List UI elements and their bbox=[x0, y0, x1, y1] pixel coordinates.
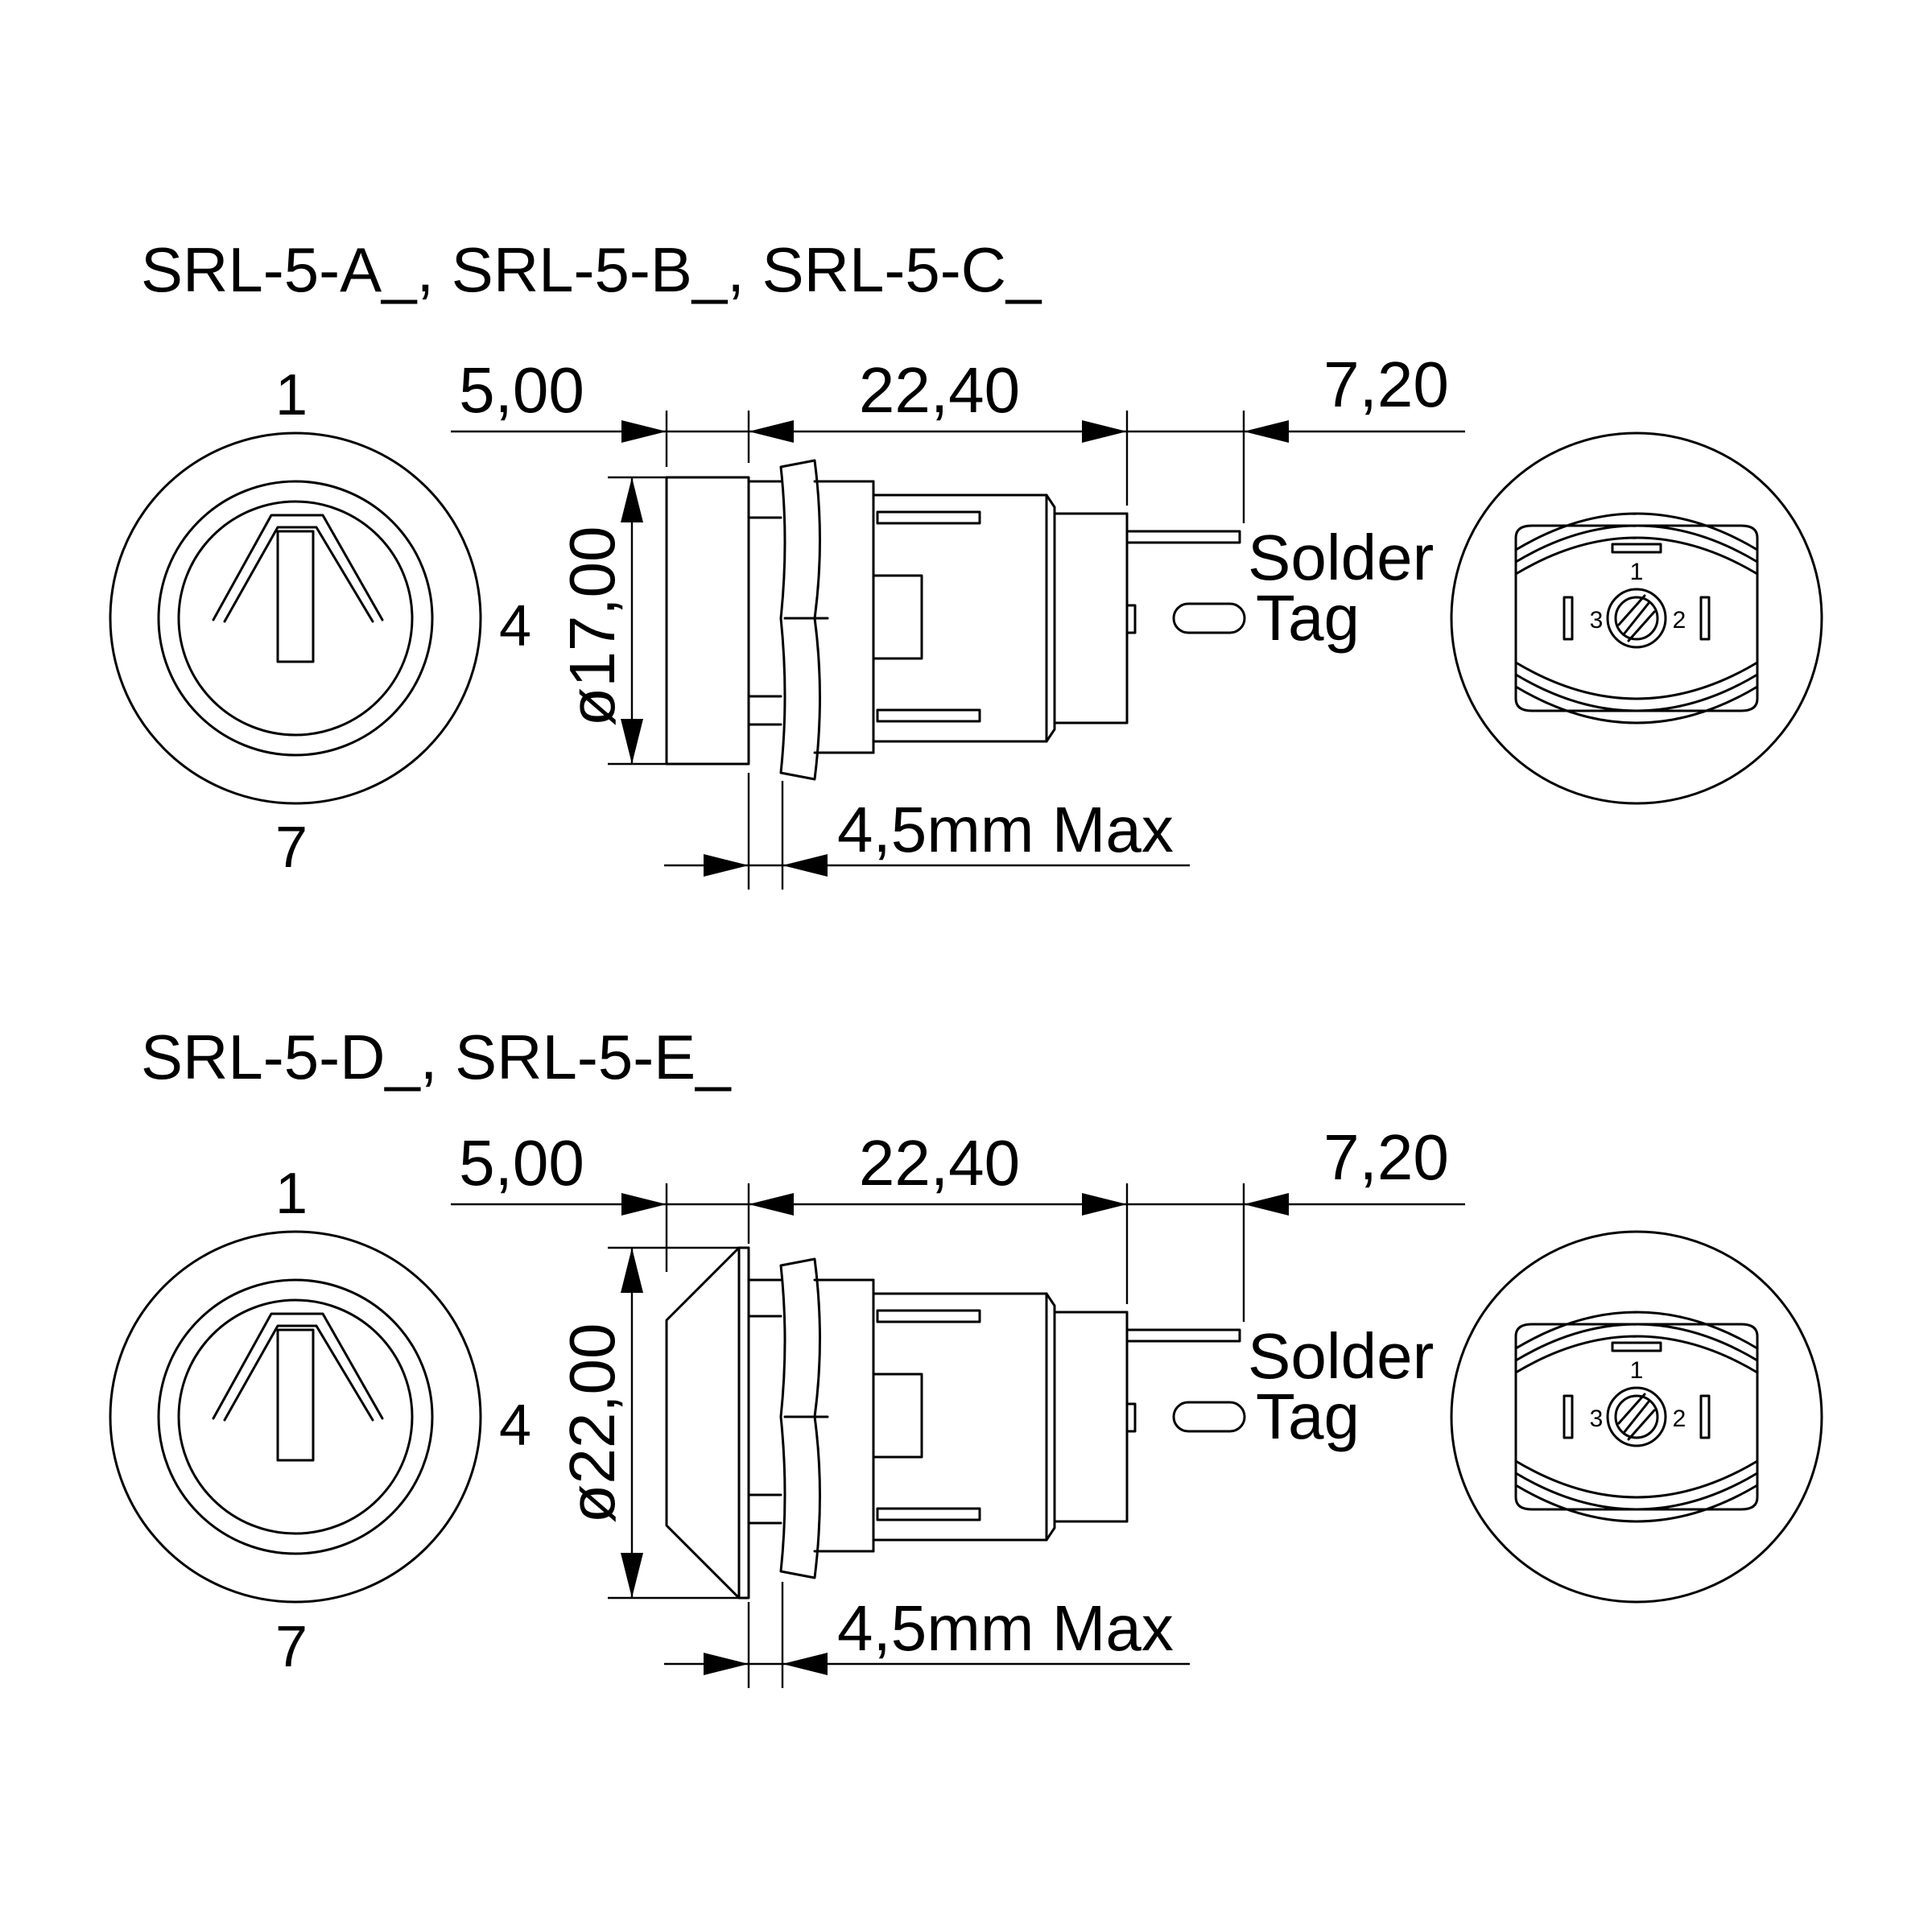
terminal-label-solder: Solder bbox=[1248, 522, 1434, 593]
terminal-label-tag: Tag bbox=[1256, 582, 1360, 654]
front-view bbox=[109, 1230, 482, 1604]
dim-bezel-depth: 5,00 bbox=[459, 354, 584, 426]
dim-terminal-length: 7,20 bbox=[1323, 1121, 1449, 1193]
terminal-label-solder: Solder bbox=[1248, 1320, 1434, 1392]
rear-label-1: 1 bbox=[1630, 559, 1644, 585]
rear-label-2: 2 bbox=[1673, 607, 1686, 634]
front-view bbox=[109, 431, 482, 805]
variant-title: SRL-5-A_, SRL-5-B_, SRL-5-C_ bbox=[141, 234, 1042, 305]
dim-diameter: ø22,00 bbox=[556, 1323, 628, 1523]
side-view bbox=[665, 459, 1246, 781]
top-dimensions bbox=[451, 411, 1465, 523]
diameter-dimension bbox=[608, 1246, 739, 1600]
dim-panel-thickness: 4,5mm Max bbox=[837, 1592, 1174, 1664]
front-label-top: 1 bbox=[275, 1162, 308, 1226]
top-dimensions bbox=[451, 1183, 1465, 1322]
dim-panel-thickness: 4,5mm Max bbox=[837, 794, 1174, 865]
dim-diameter: ø17,00 bbox=[556, 526, 628, 726]
terminal-label-tag: Tag bbox=[1256, 1381, 1360, 1452]
variant-1: SRL-5-A_, SRL-5-B_, SRL-5-C_ 1 4 7 bbox=[109, 234, 1823, 890]
side-view bbox=[665, 1246, 1246, 1600]
rear-label-3: 3 bbox=[1590, 1406, 1604, 1432]
rear-label-2: 2 bbox=[1673, 1406, 1686, 1432]
front-label-right: 4 bbox=[499, 1393, 531, 1458]
rear-view bbox=[1450, 1230, 1823, 1604]
rear-label-1: 1 bbox=[1630, 1357, 1644, 1384]
dim-body-length: 22,40 bbox=[859, 1127, 1020, 1199]
dim-body-length: 22,40 bbox=[859, 354, 1020, 426]
variant-title: SRL-5-D_, SRL-5-E_ bbox=[141, 1022, 732, 1092]
front-label-bottom: 7 bbox=[275, 815, 308, 880]
front-label-right: 4 bbox=[499, 594, 531, 658]
variant-2: SRL-5-D_, SRL-5-E_ 1 4 7 bbox=[109, 1022, 1823, 1688]
panel-thickness-dimension bbox=[664, 773, 1190, 890]
rear-label-3: 3 bbox=[1590, 607, 1604, 634]
front-label-top: 1 bbox=[275, 363, 308, 427]
diameter-dimension bbox=[608, 476, 667, 766]
panel-thickness-dimension bbox=[664, 1582, 1190, 1688]
front-label-bottom: 7 bbox=[275, 1615, 308, 1679]
rear-view bbox=[1450, 431, 1823, 805]
dim-bezel-depth: 5,00 bbox=[459, 1127, 584, 1199]
dim-terminal-length: 7,20 bbox=[1323, 349, 1449, 420]
